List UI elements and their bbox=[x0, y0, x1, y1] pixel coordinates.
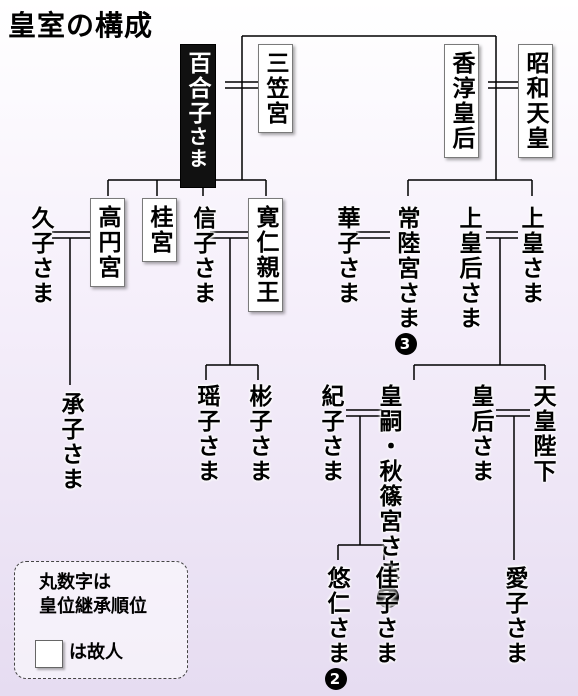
diagram-title: 皇室の構成 bbox=[8, 9, 154, 42]
person-kiko: 紀子さま bbox=[317, 384, 343, 484]
person-kako: 佳子さま bbox=[371, 566, 397, 666]
person-yoko: 瑶子さま bbox=[193, 384, 219, 484]
person-hisako: 久子さま bbox=[27, 206, 53, 306]
legend-line-1: 丸数字は bbox=[39, 572, 111, 593]
person-akiko: 彬子さま bbox=[245, 384, 271, 484]
person-mikasa: 三笠宮 bbox=[258, 44, 293, 133]
person-yuriko: 百合子さま bbox=[180, 44, 216, 188]
succession-number-2: 2 bbox=[325, 668, 347, 690]
legend-deceased-box bbox=[35, 640, 63, 668]
person-yuriko-name: 百合子 bbox=[184, 51, 210, 126]
person-showa: 昭和天皇 bbox=[518, 44, 553, 158]
person-aiko: 愛子さま bbox=[501, 566, 527, 666]
succession-number-1: 1 bbox=[377, 586, 399, 608]
person-joko: 上皇さま bbox=[517, 206, 543, 306]
person-yuriko-honorific: さま bbox=[185, 126, 209, 170]
person-hanako: 華子さま bbox=[333, 206, 359, 306]
person-hitachi: 常陸宮さま3 bbox=[393, 206, 419, 355]
person-akishino-name: 皇嗣・秋篠宮さま bbox=[375, 384, 401, 584]
person-nobuko: 信子さま bbox=[189, 206, 215, 306]
person-takamado: 高円宮 bbox=[90, 198, 125, 287]
legend-box-label: は故人 bbox=[69, 642, 123, 663]
person-tenno: 天皇陛下 bbox=[529, 384, 555, 484]
person-tomohito: 寛仁親王 bbox=[248, 198, 283, 312]
person-tsuguko: 承子さま bbox=[57, 392, 83, 492]
person-hitachi-name: 常陸宮さま bbox=[393, 206, 419, 331]
person-hisahito: 悠仁さま2 bbox=[323, 566, 349, 690]
legend-box: 丸数字は 皇位継承順位 は故人 bbox=[14, 561, 188, 679]
person-kojun: 香淳皇后 bbox=[444, 44, 479, 158]
person-hisahito-name: 悠仁さま bbox=[323, 566, 349, 666]
legend-line-2: 皇位継承順位 bbox=[39, 596, 147, 617]
succession-number-3: 3 bbox=[395, 333, 417, 355]
person-joko-kogo: 上皇后さま bbox=[455, 206, 481, 331]
person-kogo: 皇后さま bbox=[467, 384, 493, 484]
person-akishino: 皇嗣・秋篠宮さま1 bbox=[375, 384, 401, 608]
person-katsura: 桂宮 bbox=[142, 198, 177, 262]
